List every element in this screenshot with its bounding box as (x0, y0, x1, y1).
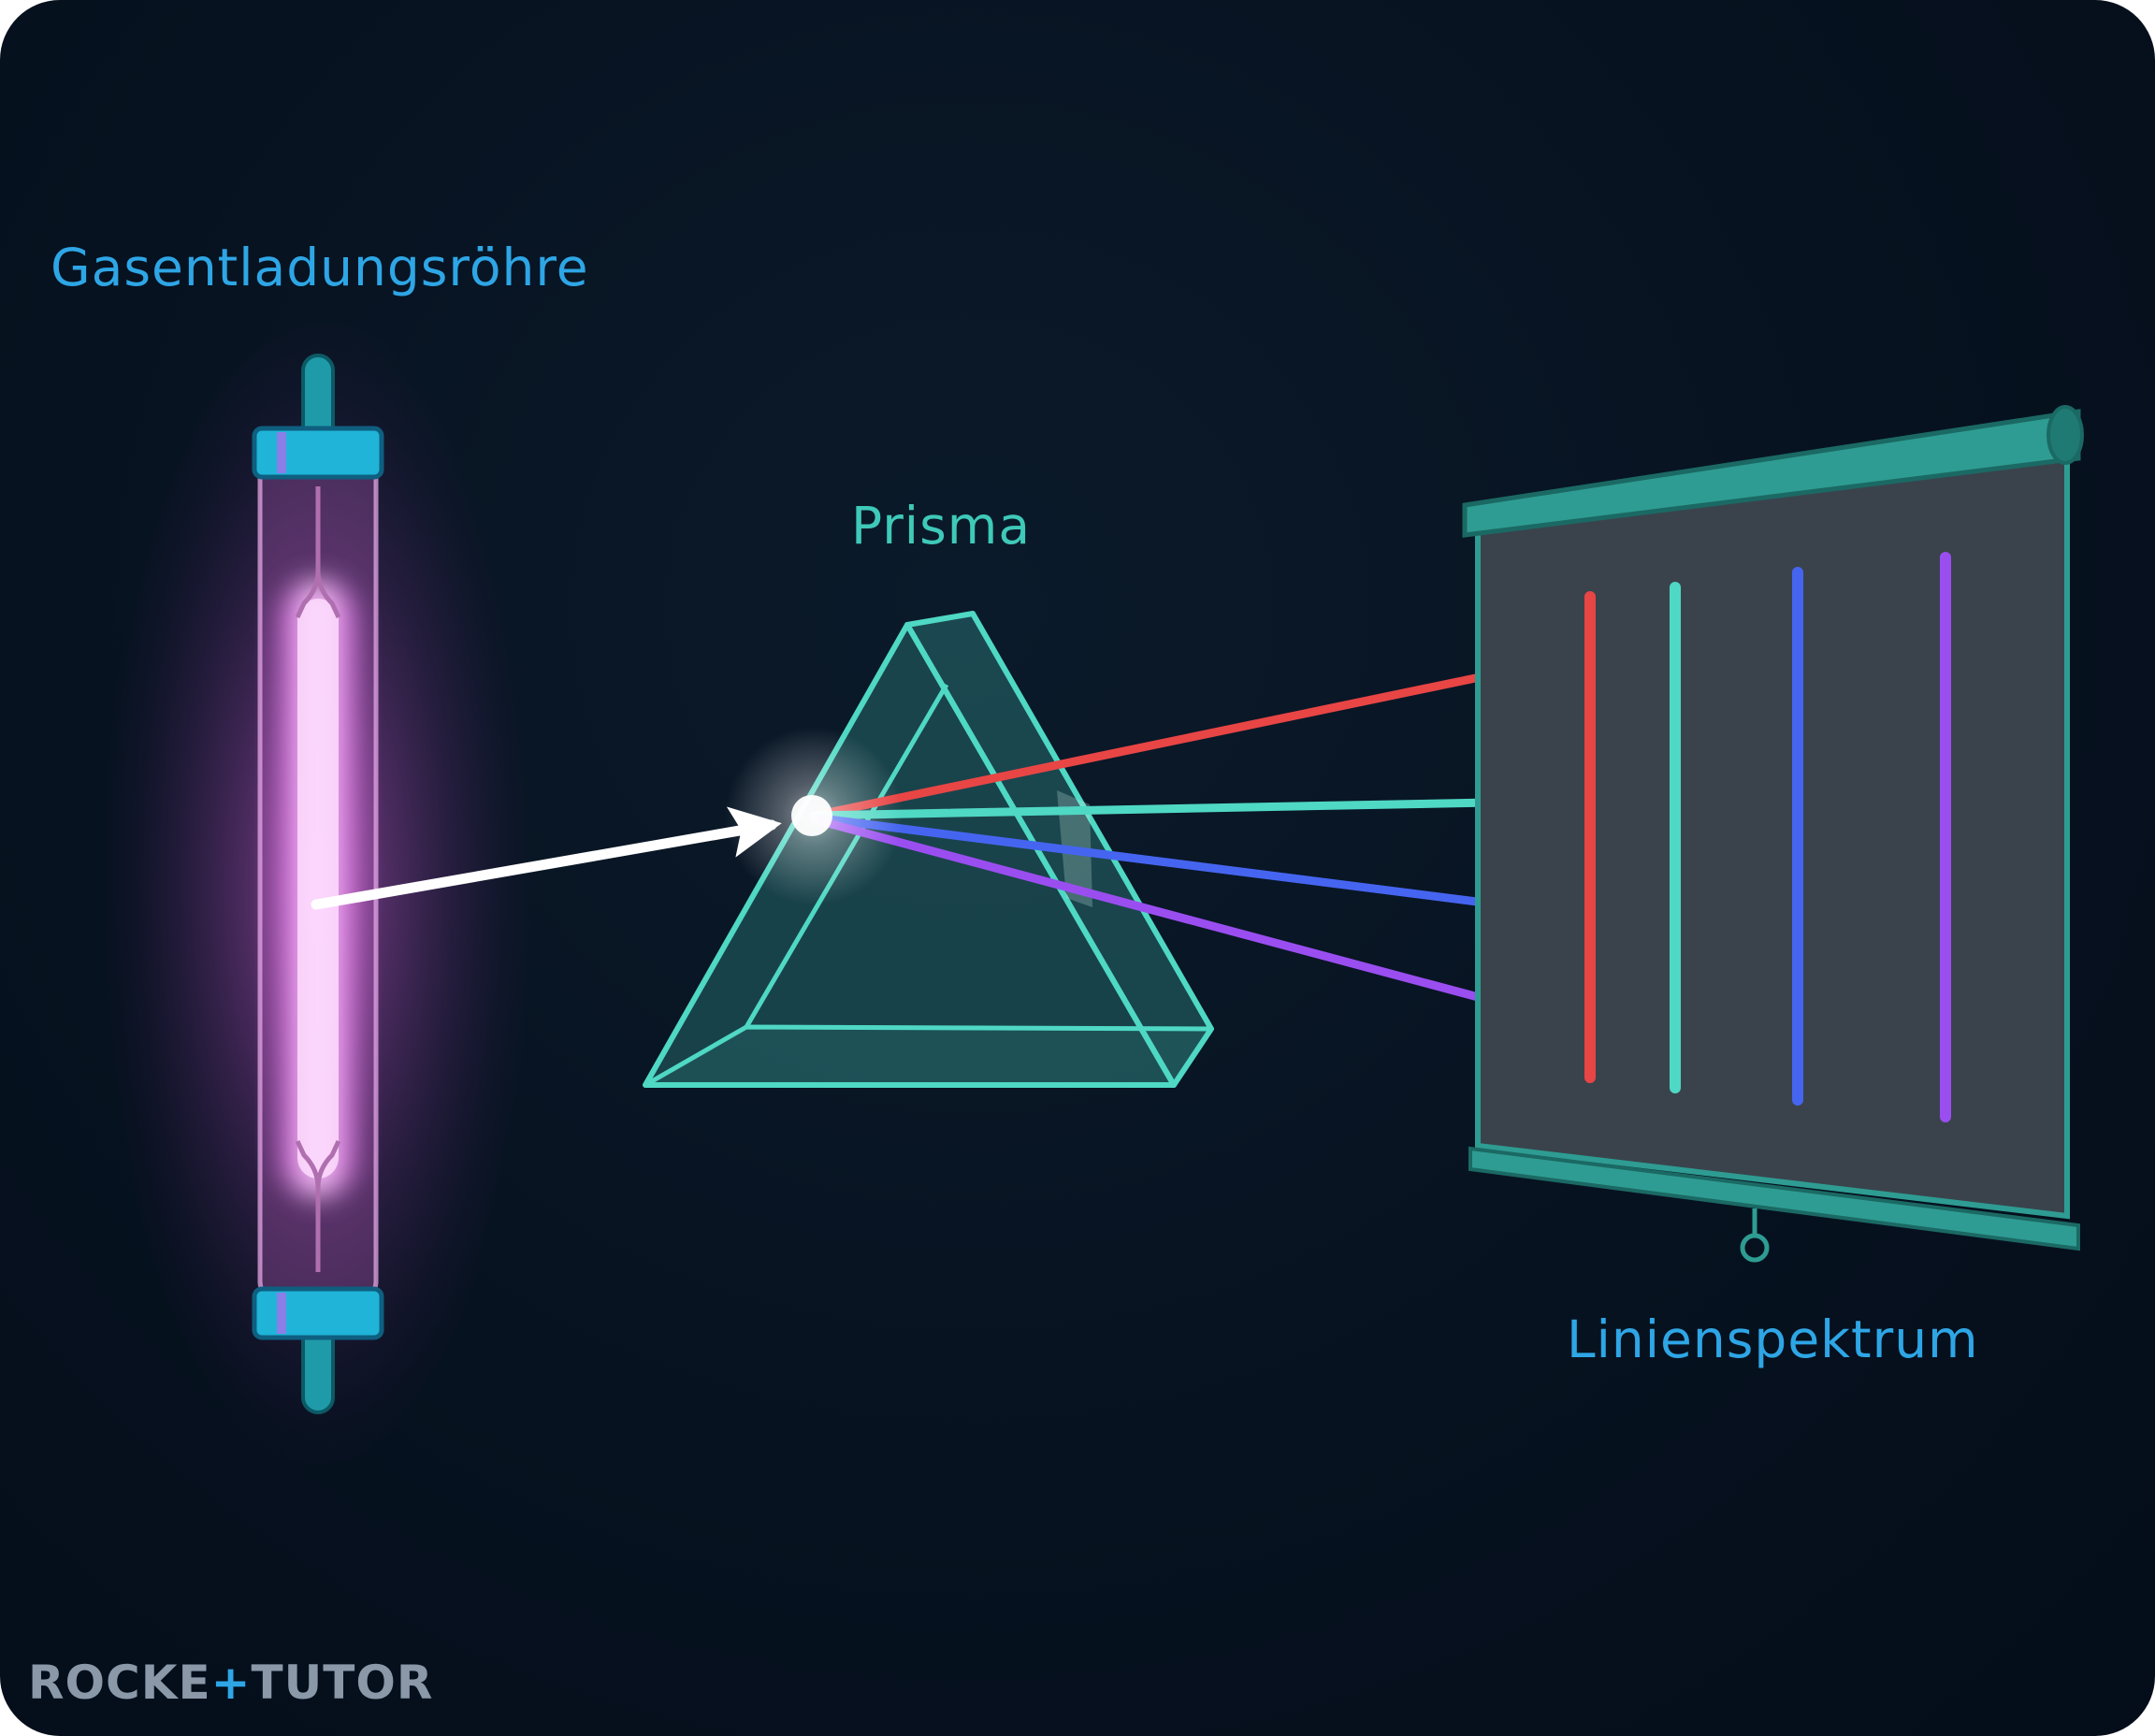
screen-handle-ring (1740, 1233, 1770, 1263)
dispersed-beams (809, 652, 1547, 1024)
gas-discharge-tube (103, 309, 533, 1468)
tube-bottom-cap-band (277, 1293, 286, 1334)
brand-text-right: TUTOR (251, 1656, 434, 1710)
beam-red (809, 652, 1542, 820)
incident-light-beam (311, 806, 782, 910)
entry-flare-core (791, 795, 832, 836)
brand-plus: + (210, 1656, 252, 1710)
beam-violet (809, 815, 1542, 1024)
screen-bottom-bar (1468, 1146, 2080, 1251)
tube-bottom-cap (252, 1286, 384, 1340)
tube-plasma-core (297, 599, 339, 1179)
tube-top-cap (252, 426, 384, 480)
tube-bottom-electrode (295, 1139, 341, 1272)
beam-blue (809, 813, 1544, 926)
prism-label: Prisma (851, 496, 1032, 556)
screen-roller-end (2047, 405, 2084, 465)
spectrum-label: Linienspektrum (1567, 1309, 1979, 1369)
screen-top-roller (1462, 409, 2081, 538)
prism-bottom-face (643, 1024, 1214, 1088)
brand-text-left: ROCKE (28, 1656, 211, 1710)
brand-logo: ROCKE+TUTOR (28, 1656, 433, 1712)
beam-teal (809, 781, 1547, 824)
screen-surface (1475, 445, 2070, 1220)
tube-top-cap-band (277, 432, 286, 473)
tube-label: Gasentladungsröhre (51, 238, 589, 297)
tube-top-electrode (295, 486, 341, 619)
projection-screen (1462, 405, 2084, 1263)
